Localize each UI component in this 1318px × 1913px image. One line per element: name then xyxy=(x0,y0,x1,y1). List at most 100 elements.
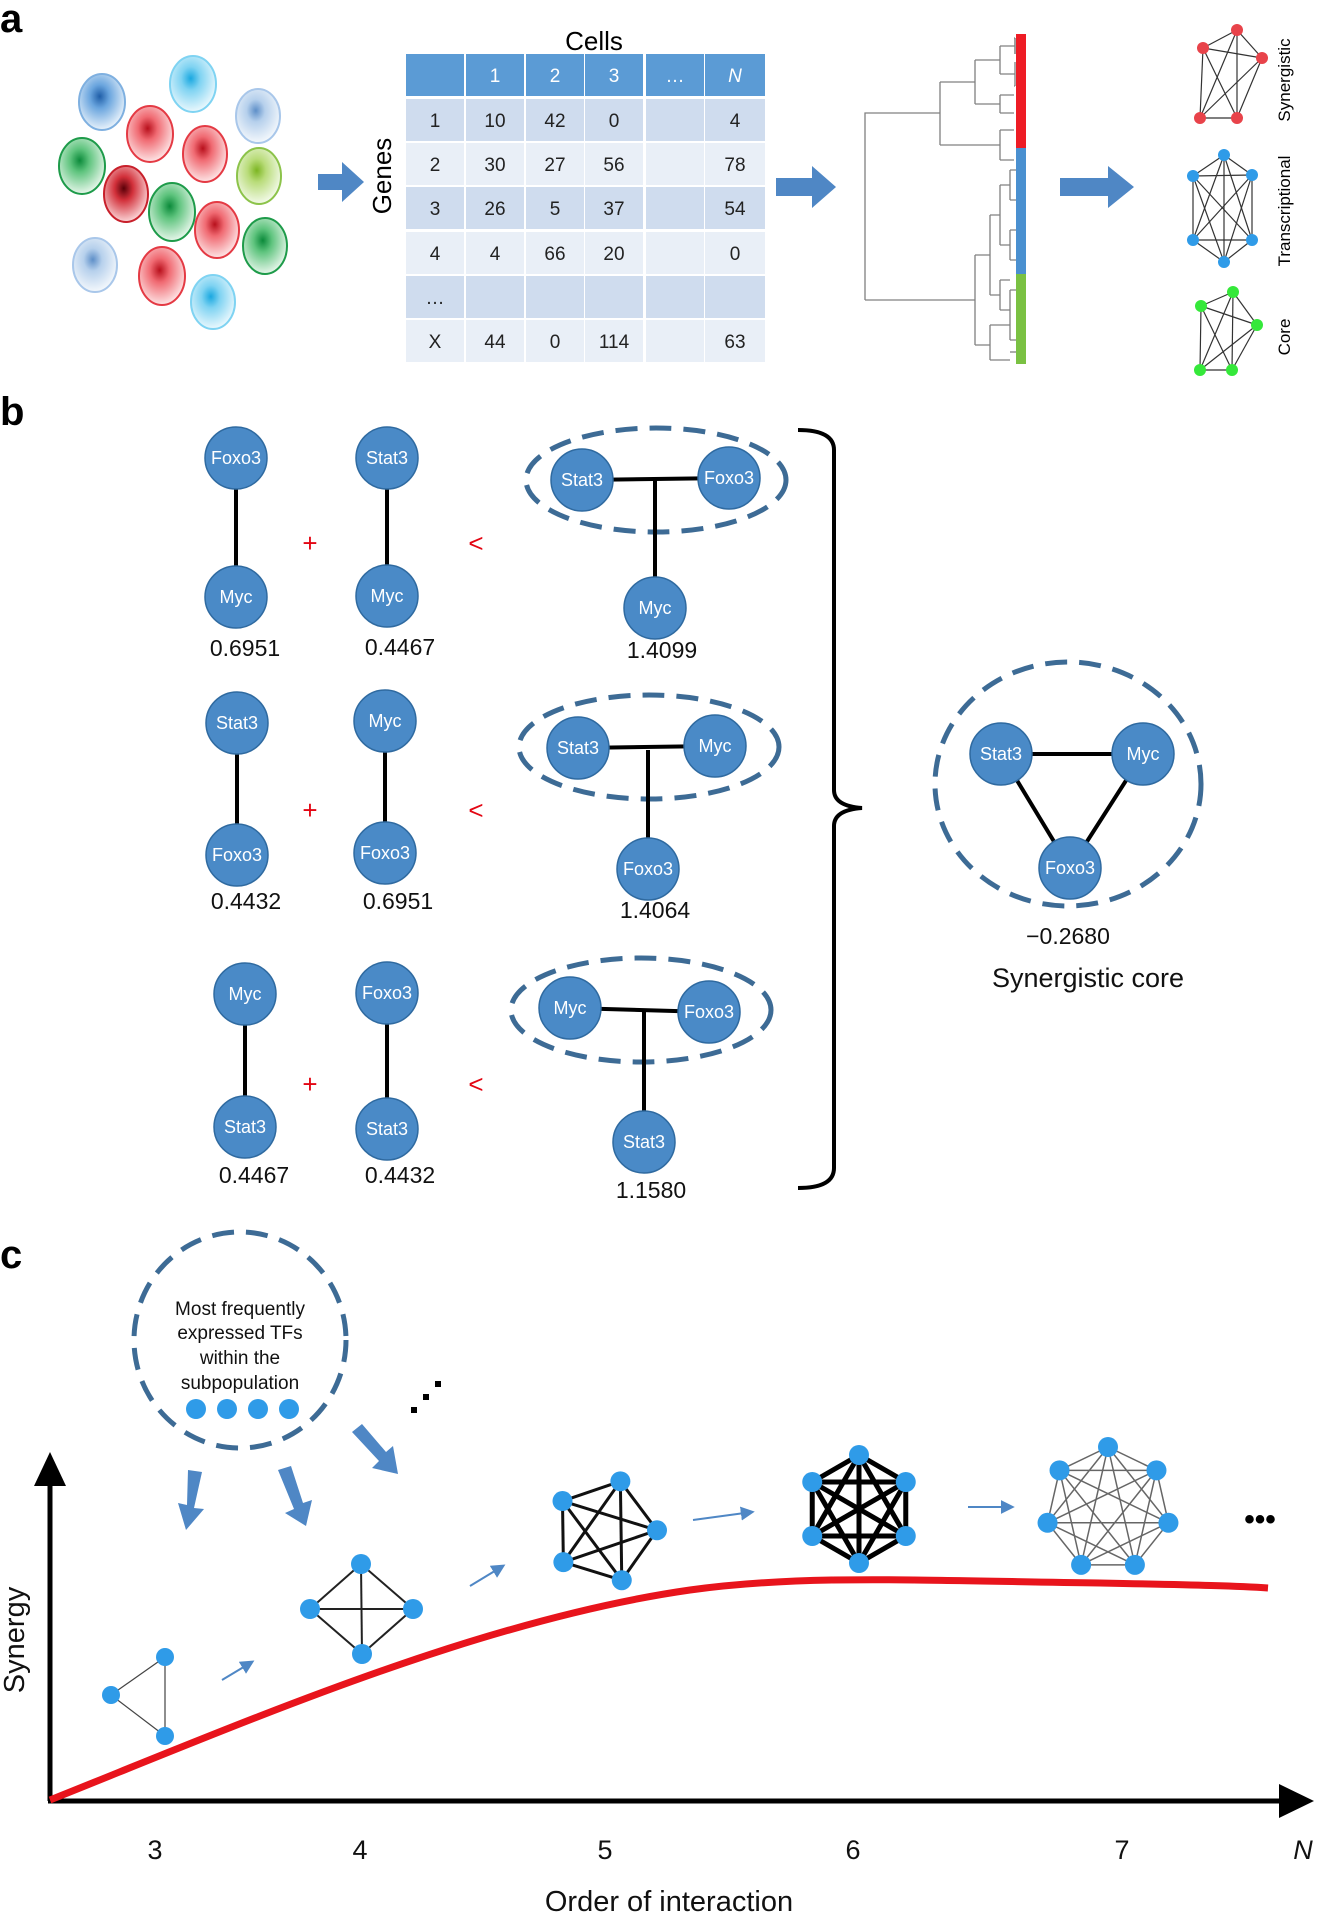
k7-node xyxy=(1146,1460,1167,1481)
k7-edge xyxy=(1134,1470,1158,1566)
k5-edge xyxy=(562,1528,658,1564)
k7-node xyxy=(1049,1460,1070,1481)
gene-node-label: Stat3 xyxy=(366,1119,408,1139)
gene-node xyxy=(353,689,417,753)
gene-node-label: Myc xyxy=(229,984,262,1004)
panel-label-c: c xyxy=(0,1233,22,1277)
tf-dots xyxy=(186,1399,299,1419)
tf-bubble xyxy=(131,1229,349,1451)
table-cell-bg xyxy=(585,54,643,96)
table-cell: 3 xyxy=(430,199,441,220)
synergy-value: 1.1580 xyxy=(616,1177,686,1203)
transcriptional-network-edge xyxy=(1192,175,1225,263)
transcriptional-network-edge xyxy=(1223,154,1253,241)
core-network-node xyxy=(1226,364,1238,376)
network-order-6 xyxy=(802,1445,916,1573)
core-network-edge xyxy=(1200,305,1233,371)
less-than-sign: < xyxy=(468,1069,483,1099)
genes-axis-label: Genes xyxy=(367,138,397,215)
gene-node xyxy=(355,564,419,628)
table-cell-bg xyxy=(646,232,704,274)
table-cell: 78 xyxy=(724,155,745,176)
k6-node xyxy=(849,1445,869,1465)
synergy-value: 0.4432 xyxy=(211,888,281,914)
synergy-value: 0.6951 xyxy=(210,635,280,661)
table-cell: X xyxy=(429,332,442,353)
k7-edge xyxy=(1080,1469,1158,1566)
k7-node xyxy=(1037,1512,1058,1533)
table-cell-bg xyxy=(585,320,643,362)
gene-node-label: Foxo3 xyxy=(704,468,754,488)
k5-node xyxy=(646,1520,667,1541)
gene-node-label: Stat3 xyxy=(224,1117,266,1137)
y-axis-title: Synergy xyxy=(0,1586,31,1693)
transcriptional-network-node xyxy=(1218,256,1230,268)
table-cell: 56 xyxy=(603,155,624,176)
table-header-cell: 3 xyxy=(609,66,620,87)
gene-node-label: Stat3 xyxy=(980,744,1022,764)
gene-node-label: Myc xyxy=(1127,744,1160,764)
table-cell-bg xyxy=(526,320,584,362)
k7-edge xyxy=(1058,1469,1136,1566)
table-cell-bg xyxy=(646,99,704,141)
k5-node xyxy=(610,1471,631,1492)
gene-node xyxy=(1038,836,1102,900)
gene-node-label: Foxo3 xyxy=(212,845,262,865)
table-cell: 2 xyxy=(430,155,441,176)
gene-node-label: Myc xyxy=(220,587,253,607)
x-tick-label: 5 xyxy=(597,1835,612,1865)
gene-node-label: Myc xyxy=(699,736,732,756)
table-cell-bg xyxy=(466,232,524,274)
more-orders-ellipsis: ••• xyxy=(1244,1503,1276,1536)
table-cell-bg xyxy=(705,143,765,185)
k5-edge xyxy=(562,1479,621,1503)
k7-edge xyxy=(1047,1522,1136,1566)
gene-node xyxy=(355,426,419,490)
k7-edge xyxy=(1046,1446,1109,1524)
core-label: Synergistic core xyxy=(992,963,1184,993)
core-network xyxy=(1194,286,1263,376)
table-header-cell: 2 xyxy=(550,66,561,87)
table-cell-bg xyxy=(466,143,524,185)
table-header-cell: 1 xyxy=(490,66,501,87)
gene-node xyxy=(697,446,761,510)
k5-edge xyxy=(619,1480,659,1532)
k7-node xyxy=(1158,1512,1179,1533)
k5-edge xyxy=(620,1529,659,1582)
k5-node xyxy=(611,1570,632,1591)
table-cell: 4 xyxy=(430,244,441,265)
table-cell: 0 xyxy=(730,244,741,265)
k3-edge xyxy=(110,1694,166,1737)
gene-node xyxy=(353,821,417,885)
table-cell: 42 xyxy=(544,111,565,132)
transcriptional-network xyxy=(1187,149,1258,268)
gene-node xyxy=(677,980,741,1044)
transcriptional-network-edge xyxy=(1192,154,1225,177)
synergistic-network-edge xyxy=(1236,57,1263,119)
arrow-to-order-5 xyxy=(352,1424,398,1474)
arrow-dendrogram-to-networks xyxy=(1060,166,1134,208)
network-order-4 xyxy=(300,1554,423,1664)
table-cell-bg xyxy=(466,99,524,141)
gene-node-label: Foxo3 xyxy=(684,1002,734,1022)
synergistic-network-edge xyxy=(1199,57,1263,119)
table-cell: 26 xyxy=(484,199,505,220)
synergy-value: 1.4099 xyxy=(627,637,697,663)
table-cell-bg xyxy=(466,276,524,318)
gene-node-label: Stat3 xyxy=(366,448,408,468)
table-cell-bg xyxy=(585,276,643,318)
k3-node xyxy=(156,1727,174,1745)
synergistic-network-edge xyxy=(1202,29,1238,49)
k7-edge xyxy=(1047,1469,1157,1524)
synergy-value: 1.4064 xyxy=(620,897,691,923)
table-cell: … xyxy=(426,288,445,309)
k5-node xyxy=(552,1491,573,1512)
core-network-edge xyxy=(1200,305,1258,326)
x-axis-arrowhead xyxy=(1279,1784,1314,1818)
table-cell: 54 xyxy=(724,199,746,220)
synergistic-network-node xyxy=(1231,112,1243,124)
k5-edge xyxy=(562,1560,623,1582)
k5-node xyxy=(553,1552,574,1573)
